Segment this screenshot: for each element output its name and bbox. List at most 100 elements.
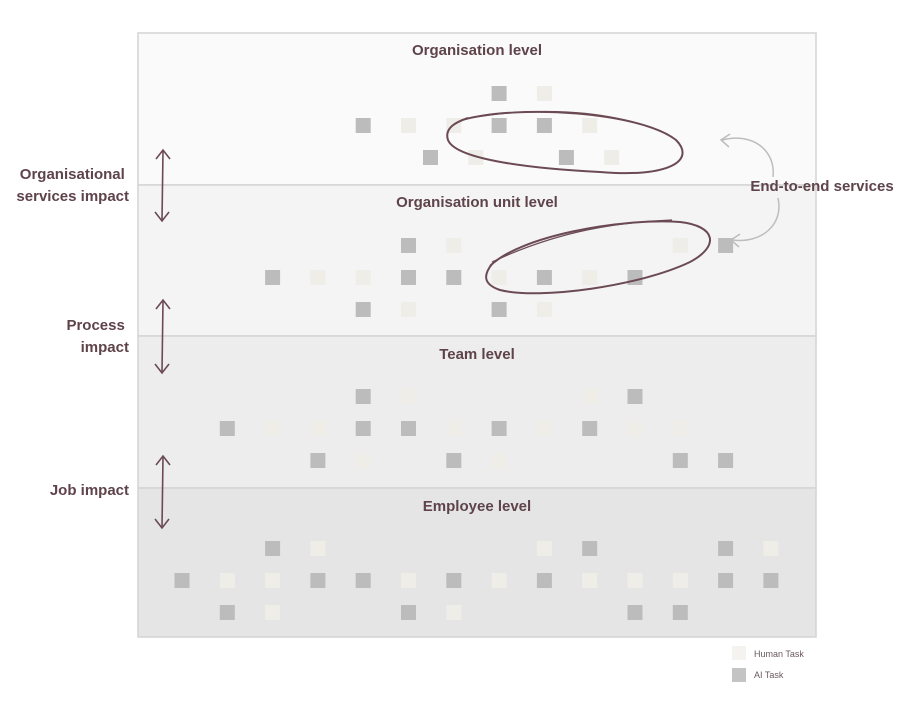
impact-label-line: Job impact: [50, 482, 129, 499]
ai-task-square: [718, 573, 734, 588]
legend-swatch-ai: [732, 668, 746, 682]
legend-label-ai: AI Task: [754, 670, 784, 680]
ai-task-square: [718, 541, 734, 556]
end-to-end-circle-organisation: [446, 110, 684, 175]
human-task-square: [219, 573, 235, 588]
ai-task-square: [355, 573, 371, 588]
human-task-square: [536, 541, 552, 556]
human-task-square: [582, 118, 598, 133]
level-band: [137, 184, 817, 337]
ai-task-square: [763, 573, 779, 588]
human-task-square: [401, 302, 416, 317]
human-task-square: [582, 389, 598, 404]
impact-label-line: impact: [81, 339, 129, 356]
human-task-square: [265, 421, 281, 436]
ai-task-square: [219, 605, 235, 620]
human-task-square: [355, 453, 371, 468]
ai-task-square: [536, 573, 552, 588]
ai-task-square: [355, 118, 371, 133]
ai-task-square: [265, 541, 281, 556]
curved-arrow-icon: [729, 197, 780, 248]
curved-arrow-icon: [719, 133, 774, 178]
ai-task-square: [718, 453, 734, 468]
human-task-square: [401, 118, 416, 133]
level-title-team: Team level: [439, 346, 515, 363]
human-task-square: [491, 270, 507, 285]
ai-task-square: [401, 270, 416, 285]
ai-task-square: [627, 389, 643, 404]
ai-task-square: [265, 270, 281, 285]
impact-label-line: services impact: [16, 188, 129, 205]
human-task-square: [468, 150, 484, 165]
end-to-end-circle-organisation-unit: [485, 219, 711, 295]
human-task-square: [491, 573, 507, 588]
ai-task-square: [536, 118, 552, 133]
ai-task-square: [219, 421, 235, 436]
ai-task-square: [446, 270, 462, 285]
impact-label-job: Job impact: [50, 482, 129, 499]
human-task-square: [672, 421, 688, 436]
ai-task-square: [446, 453, 462, 468]
human-task-square: [536, 421, 552, 436]
ai-task-square: [401, 421, 416, 436]
ai-task-square: [672, 453, 688, 468]
impact-label-line: Organisational: [20, 166, 125, 183]
ai-task-square: [174, 573, 190, 588]
human-task-square: [310, 421, 326, 436]
ai-task-square: [672, 605, 688, 620]
impact-label-organisational-services: Organisational services impact: [16, 166, 129, 205]
human-task-square: [491, 453, 507, 468]
ai-task-square: [718, 238, 734, 253]
legend: Human Task AI Task: [732, 646, 804, 682]
human-task-square: [446, 605, 462, 620]
human-task-square: [446, 238, 462, 253]
ai-task-square: [491, 86, 507, 101]
human-task-square: [627, 421, 643, 436]
double-arrow-icon: [154, 148, 171, 223]
ai-task-square: [446, 573, 462, 588]
ai-task-square: [491, 118, 507, 133]
ai-task-square: [491, 421, 507, 436]
level-title-organisation: Organisation level: [412, 42, 542, 59]
ai-task-square: [582, 421, 598, 436]
ai-task-square: [401, 605, 416, 620]
human-task-square: [310, 270, 326, 285]
legend-swatch-human: [732, 646, 746, 660]
double-arrow-icon: [154, 298, 171, 375]
human-task-square: [582, 573, 598, 588]
ai-task-square: [355, 389, 371, 404]
human-task-square: [536, 302, 552, 317]
ai-task-square: [491, 302, 507, 317]
human-task-square: [536, 86, 552, 101]
ai-task-square: [423, 150, 438, 165]
human-task-square: [582, 270, 598, 285]
human-task-square: [604, 150, 620, 165]
human-task-square: [401, 389, 416, 404]
human-task-square: [672, 573, 688, 588]
ai-task-square: [355, 302, 371, 317]
double-arrow-icon: [154, 454, 171, 530]
human-task-square: [672, 238, 688, 253]
end-to-end-services-label: End-to-end services: [750, 178, 893, 195]
ai-task-square: [627, 605, 643, 620]
ai-task-square: [401, 238, 416, 253]
impact-label-line: Process: [66, 317, 124, 334]
level-band: [137, 335, 817, 489]
human-task-square: [310, 541, 326, 556]
human-task-square: [446, 421, 462, 436]
ai-task-square: [558, 150, 574, 165]
level-title-organisation-unit: Organisation unit level: [396, 194, 558, 211]
level-title-employee: Employee level: [423, 498, 531, 515]
ai-task-square: [582, 541, 598, 556]
ai-task-square: [536, 270, 552, 285]
ai-task-square: [355, 421, 371, 436]
human-task-square: [355, 270, 371, 285]
ai-task-square: [310, 453, 326, 468]
legend-label-human: Human Task: [754, 649, 804, 659]
impact-label-process: Process impact: [66, 317, 129, 356]
human-task-square: [265, 573, 281, 588]
level-band: [137, 487, 817, 638]
human-task-square: [627, 573, 643, 588]
ai-task-square: [310, 573, 326, 588]
